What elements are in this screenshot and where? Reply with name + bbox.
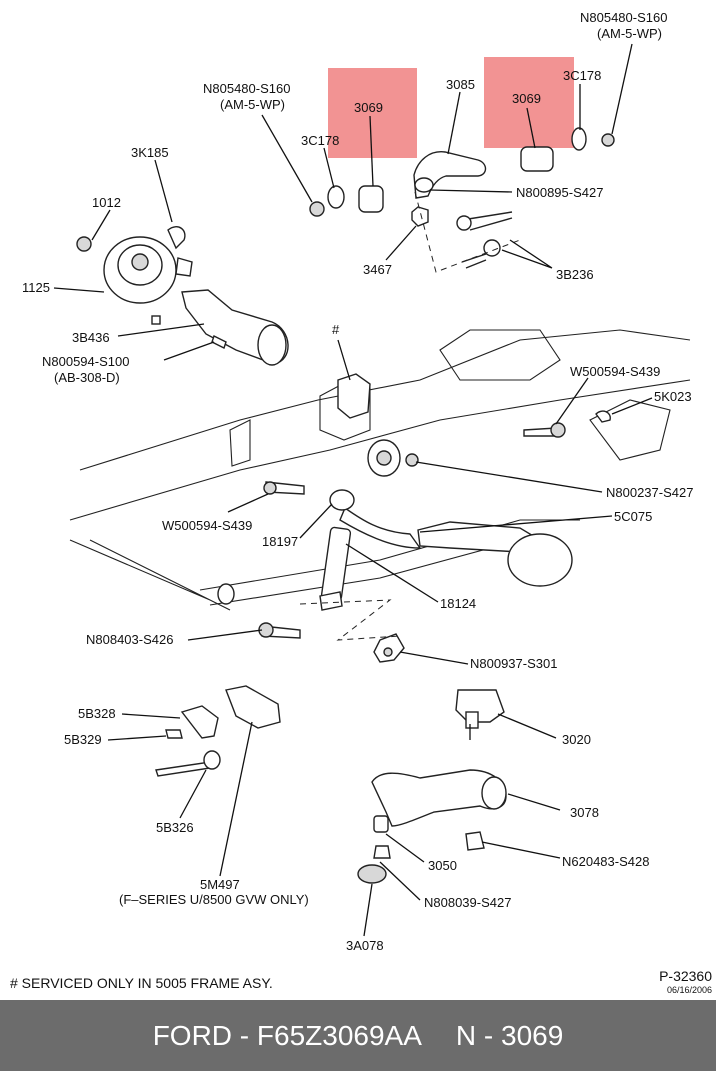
label-3069-left: 3069 <box>354 100 383 115</box>
label-n808403-s426: N808403-S426 <box>86 632 173 647</box>
label-3050: 3050 <box>428 858 457 873</box>
label-am-5-wp-right: (AM-5-WP) <box>597 26 662 41</box>
document-date: 06/16/2006 <box>666 985 712 995</box>
label-3k185: 3K185 <box>131 145 169 160</box>
label-3078: 3078 <box>570 805 599 820</box>
banner-part-number: FORD - F65Z3069AA <box>152 1019 422 1051</box>
label-3020: 3020 <box>562 732 591 747</box>
label-3a078: 3A078 <box>346 938 384 953</box>
label-ab-308-d: (AB-308-D) <box>54 370 120 385</box>
label-18124: 18124 <box>440 596 476 611</box>
label-n800594-s100: N800594-S100 <box>42 354 129 369</box>
highlight-box-3069-left <box>328 68 417 158</box>
label-1012: 1012 <box>92 195 121 210</box>
highlight-box-3069-right <box>484 57 574 148</box>
footnote: # SERVICED ONLY IN 5005 FRAME ASY. <box>10 975 273 991</box>
label-3467: 3467 <box>363 262 392 277</box>
label-w500594-s439-left: W500594-S439 <box>162 518 252 533</box>
label-n805480-s160-left: N805480-S160 <box>203 81 290 96</box>
stabilizer-and-bracket-group <box>155 685 281 777</box>
label-3c178-right: 3C178 <box>563 68 601 83</box>
label-5m497: 5M497 <box>200 877 240 892</box>
label-f-series-note: (F–SERIES U/8500 GVW ONLY) <box>119 892 309 907</box>
label-n800937-s301: N800937-S301 <box>470 656 557 671</box>
label-5c075: 5C075 <box>614 509 652 524</box>
label-5b326: 5B326 <box>156 820 194 835</box>
label-n620483-s428: N620483-S428 <box>562 854 649 869</box>
hub-and-halfshaft-group <box>76 226 289 366</box>
lower-control-arm-group <box>357 689 507 884</box>
label-n805480-s160-right: N805480-S160 <box>580 10 667 25</box>
upper-control-arm-group <box>309 127 615 273</box>
callout-labels: N805480-S160 (AM-5-WP) 3C178 3069 3085 3… <box>22 10 693 953</box>
label-3085: 3085 <box>446 77 475 92</box>
document-id: P-32360 <box>659 968 712 984</box>
label-w500594-s439-right: W500594-S439 <box>570 364 660 379</box>
label-hash: # <box>332 322 340 337</box>
leader-lines <box>53 43 653 937</box>
label-5b328: 5B328 <box>78 706 116 721</box>
label-n800237-s427: N800237-S427 <box>606 485 693 500</box>
label-3069-right: 3069 <box>512 91 541 106</box>
frame-and-axle-group <box>69 329 691 663</box>
label-1125: 1125 <box>22 280 50 295</box>
banner-reference: N - 3069 <box>455 1019 564 1051</box>
label-3c178-left: 3C178 <box>301 133 339 148</box>
label-18197: 18197 <box>262 534 298 549</box>
label-5b329: 5B329 <box>64 732 102 747</box>
label-5k023: 5K023 <box>654 389 692 404</box>
part-number-banner: FORD - F65Z3069AA N - 3069 <box>0 1000 716 1071</box>
exploded-suspension-diagram: N805480-S160 (AM-5-WP) 3C178 3069 3085 3… <box>22 10 693 953</box>
label-3b236: 3B236 <box>556 267 594 282</box>
label-n800895-s427: N800895-S427 <box>516 185 603 200</box>
label-n808039-s427: N808039-S427 <box>424 895 511 910</box>
label-am-5-wp-left: (AM-5-WP) <box>220 97 285 112</box>
label-3b436: 3B436 <box>72 330 110 345</box>
